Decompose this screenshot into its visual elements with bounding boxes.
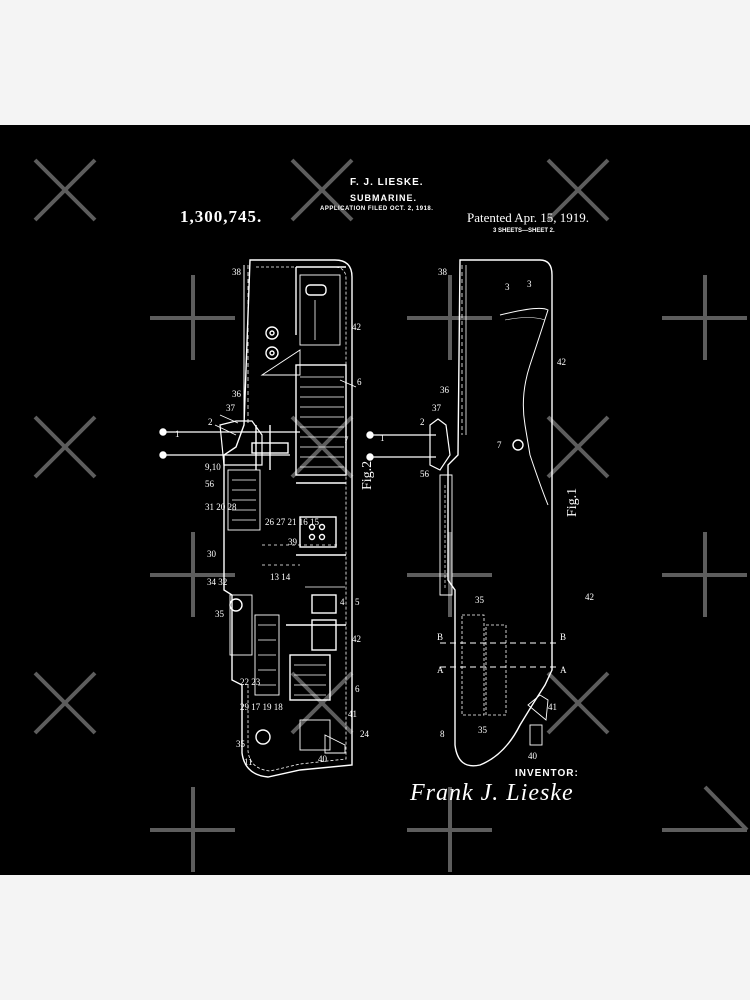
fig2-label-34-32: 34 32 [207,577,227,587]
watermark-plus-icon [407,275,492,360]
watermark-x-icon [33,671,97,735]
watermark-plus-icon [407,532,492,617]
watermark-x-icon [290,158,354,222]
fig2-label-42: 42 [352,322,361,332]
fig2-label-6: 6 [355,684,360,694]
fig2-label-38: 38 [232,267,242,277]
fig2-label-22-23: 22 23 [240,677,261,687]
fig1-label-35: 35 [475,595,485,605]
fig2-label-39: 39 [288,537,298,547]
fig2-label-7: 7 [344,435,349,445]
fig2-label-24: 24 [360,729,370,739]
patent-number: 1,300,745. [180,207,263,226]
fig1-label-36: 36 [440,385,450,395]
fig2-label-6b: 6 [357,377,362,387]
patent-poster: 38 42 36 37 2 1 9,10 56 31 20 28 30 34 3… [0,125,750,875]
fig2-label-2: 2 [208,417,213,427]
fig1-label-3: 3 [505,282,510,292]
fig2-label-11: 11 [244,757,253,767]
fig2-label-9-10: 9,10 [205,462,221,472]
fig1-label-8: 8 [440,729,445,739]
fig2-label-1: 1 [175,429,180,439]
fig1-label-7: 7 [497,440,502,450]
fig2-label-37: 37 [226,403,236,413]
fig1-label-38: 38 [438,267,448,277]
application-filed: APPLICATION FILED OCT. 2, 1918. [320,206,434,212]
fig1-label-35b: 35 [478,725,488,735]
fig2-label-36: 36 [232,389,242,399]
fig2-label-35b: 35 [236,739,246,749]
fig1-label-3b: 3 [527,279,532,289]
fig1-label-42b: 42 [585,592,594,602]
fig2-label-56: 56 [205,479,215,489]
inventor-label: INVENTOR: [515,768,579,779]
fig1-label-B-right: B [560,632,566,642]
fig1-caption: Fig.1 [565,487,580,517]
watermark-x-icon [546,158,610,222]
patent-drawing: 38 42 36 37 2 1 9,10 56 31 20 28 30 34 3… [33,158,749,872]
watermark-plus-icon [407,787,492,872]
fig1-label-1: 1 [380,433,385,443]
fig2-sectional-view [159,259,357,778]
sheet-count: 3 SHEETS—SHEET 2. [493,228,555,234]
watermark-plus-icon [662,785,749,832]
watermark-plus-icon [150,787,235,872]
watermark-x-icon [33,158,97,222]
fig1-label-2: 2 [420,417,425,427]
inventor-name: F. J. LIESKE. [350,177,424,188]
fig1-label-56: 56 [420,469,430,479]
fig1-label-A: A [437,665,444,675]
fig2-label-13-14: 13 14 [270,572,291,582]
watermark-plus-icon [150,275,235,360]
watermark-x-icon [33,415,97,479]
fig2-label-42b: 42 [352,634,361,644]
watermark-plus-icon [662,532,747,617]
fig2-label-29-17: 29 17 19 18 [240,702,283,712]
inventor-signature: Frank J. Lieske [410,780,574,806]
fig2-label-35: 35 [215,609,225,619]
fig1-label-41: 41 [548,702,557,712]
watermark-plus-icon [662,275,747,360]
watermark-x-icon [546,671,610,735]
fig2-label-41: 41 [348,709,357,719]
watermark-pattern [33,158,749,872]
fig1-label-B: B [437,632,443,642]
fig1-label-37: 37 [432,403,442,413]
fig1-label-42: 42 [557,357,566,367]
patent-title: SUBMARINE. [350,193,418,203]
fig1-label-40: 40 [528,751,538,761]
fig2-label-30: 30 [207,549,217,559]
watermark-plus-icon [150,532,235,617]
fig2-caption: Fig.2 [360,460,375,490]
fig1-side-view [366,259,560,767]
fig2-label-4: 4 [340,597,345,607]
fig2-label-40: 40 [318,754,328,764]
fig2-label-5: 5 [355,597,360,607]
fig1-label-A-right: A [560,665,567,675]
watermark-x-icon [290,671,354,735]
watermark-x-icon [546,415,610,479]
fig2-label-31-20-28: 31 20 28 [205,502,237,512]
fig2-label-26-27: 26 27 21 16 15 [265,517,320,527]
patented-date: Patented Apr. 15, 1919. [467,210,590,225]
